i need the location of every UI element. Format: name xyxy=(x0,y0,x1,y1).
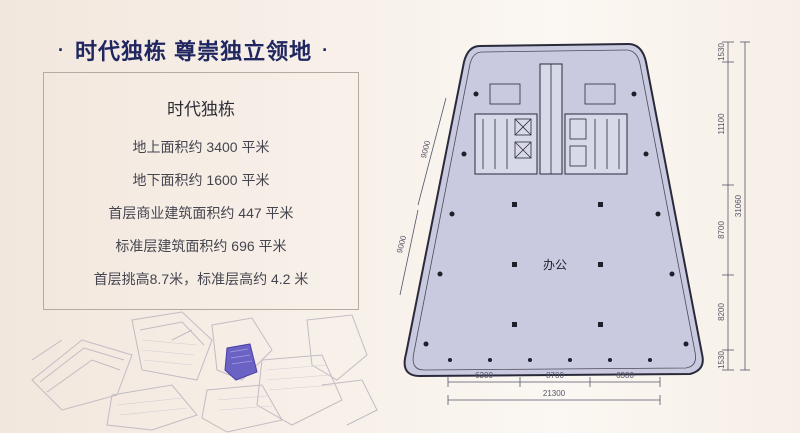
info-list: 地上面积约 3400 平米 地下面积约 1600 平米 首层商业建筑面积约 44… xyxy=(44,131,358,296)
headline-dot-right: · xyxy=(322,39,330,60)
city-sketch-illustration xyxy=(31,311,378,433)
highlighted-building-icon xyxy=(224,343,258,381)
info-panel: 时代独栋 地上面积约 3400 平米 地下面积约 1600 平米 首层商业建筑面… xyxy=(43,72,359,310)
info-line-above-ground-area: 地上面积约 3400 平米 xyxy=(132,139,270,155)
info-line-standard-floor-area: 标准层建筑面积约 696 平米 xyxy=(115,238,287,254)
page-headline: · 时代独栋 尊崇独立领地 · xyxy=(58,34,329,66)
floor-plan-drawing: 办公 xyxy=(403,42,704,378)
info-title: 时代独栋 xyxy=(167,100,235,119)
headline-text: 时代独栋 尊崇独立领地 xyxy=(75,39,313,64)
info-line-underground-area: 地下面积约 1600 平米 xyxy=(132,172,270,188)
info-line-floor-heights: 首层挑高8.7米，标准层高约 4.2 米 xyxy=(93,271,309,287)
info-line-ground-floor-commercial-area: 首层商业建筑面积约 447 平米 xyxy=(108,205,294,221)
room-label-office: 办公 xyxy=(543,257,567,272)
headline-dot-left: · xyxy=(58,39,65,60)
